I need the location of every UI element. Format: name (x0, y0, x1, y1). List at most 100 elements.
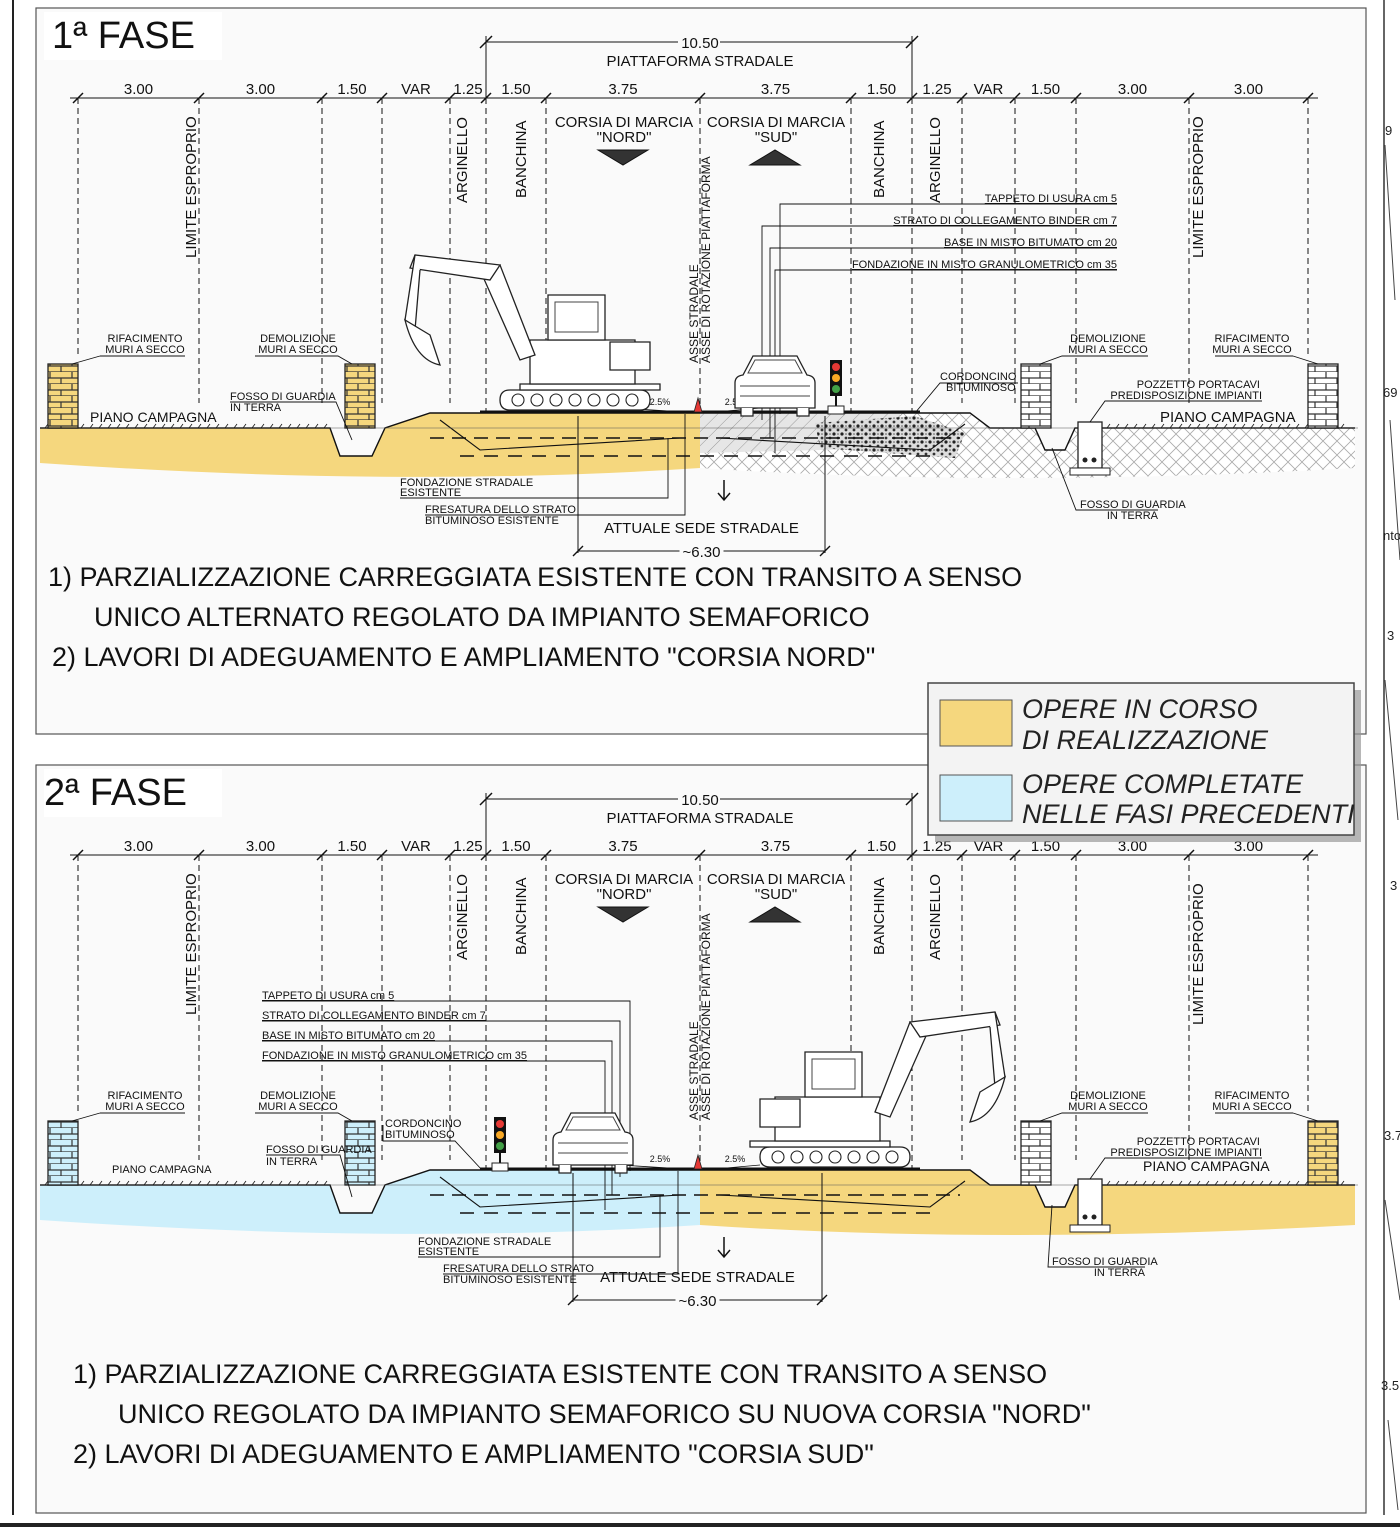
fosso-left-leader (266, 1154, 353, 1198)
platform-label: PIATTAFORMA STRADALE (607, 53, 794, 70)
grass-tick (1250, 1180, 1255, 1186)
excavator-counterweight (609, 341, 651, 371)
grass-tick (269, 423, 274, 429)
grass-tick (242, 1180, 247, 1186)
fresatura-label: FRESATURA DELLO STRATO (425, 504, 576, 516)
grass-tick (143, 1180, 148, 1186)
grass-tick (107, 1180, 112, 1186)
piano-campagna-right: PIANO CAMPAGNA (1160, 409, 1296, 426)
phase-frame (35, 764, 1367, 1514)
rifacimento-right-2: MURI A SECCO (1212, 1101, 1292, 1113)
dim-value: VAR (401, 81, 431, 98)
grass-tick (89, 423, 94, 429)
grass-tick (305, 423, 310, 429)
grass-tick (1268, 423, 1273, 429)
wall-left-inner (344, 1120, 376, 1186)
traffic-cone (693, 396, 703, 413)
fresatura-label-2: BITUMINOSO ESISTENTE (425, 515, 559, 527)
banchina-left: BANCHINA (513, 120, 530, 198)
grass-tick (1277, 423, 1282, 429)
svg-text:9: 9 (1385, 123, 1392, 138)
grass-tick (1187, 423, 1192, 429)
wall-right-outer (1307, 363, 1339, 429)
pw-bg (678, 790, 720, 808)
excavator-left (403, 254, 661, 411)
semaphore-base (827, 405, 845, 415)
grass-tick (80, 423, 85, 429)
rifacimento-right-leader (1215, 1112, 1319, 1122)
rifacimento-left-2: MURI A SECCO (105, 344, 185, 356)
cordoncino-leader (914, 382, 1018, 414)
dim-value: 1.50 (867, 838, 896, 855)
layer-label-2: BASE IN MISTO BITUMATO cm 20 (262, 1030, 435, 1042)
track-wheel (771, 1150, 785, 1164)
grass-tick (107, 423, 112, 429)
fondazione-label-2: ESISTENTE (400, 487, 461, 499)
attuale-label: ATTUALE SEDE STRADALE (600, 1269, 795, 1286)
banchina-left: BANCHINA (513, 877, 530, 955)
grass-tick (1241, 1180, 1246, 1186)
banchina-right: BANCHINA (871, 877, 888, 955)
grass-tick (206, 1180, 211, 1186)
grass-tick (125, 1180, 130, 1186)
piano-campagna-left: PIANO CAMPAGNA (90, 409, 217, 425)
grass-tick (1259, 1180, 1264, 1186)
pozzetto-pipe (1091, 457, 1097, 463)
wall-right-outer (1307, 1120, 1339, 1186)
car-wheels (558, 1165, 628, 1174)
layer-label-3: FONDAZIONE IN MISTO GRANULOMETRICO cm 35 (262, 1050, 527, 1062)
arginello-left: ARGINELLO (454, 117, 471, 203)
fondazione-label: FONDAZIONE STRADALE (418, 1236, 551, 1248)
grass-tick (188, 423, 193, 429)
excavator-base (749, 1140, 891, 1148)
excavator-bucket (403, 318, 441, 366)
grass-tick (134, 1180, 139, 1186)
rifacimento-left-leader (71, 1112, 185, 1122)
layer-label-0: TAPPETO DI USURA cm 5 (262, 990, 394, 1002)
pozzetto-pipe (1082, 1214, 1088, 1220)
dim-value: 3.00 (246, 81, 275, 98)
grass-tick (1178, 1180, 1183, 1186)
attuale-ticks (567, 1294, 828, 1306)
track-wheel (790, 1150, 804, 1164)
layer-leader-0 (262, 1000, 631, 1171)
grass-tick (80, 1180, 85, 1186)
demolizione-left-2: MURI A SECCO (258, 344, 338, 356)
demolizione-left: DEMOLIZIONE (260, 333, 336, 345)
demolizione-right: DEMOLIZIONE (1070, 333, 1146, 345)
direction-arrow-nord (596, 149, 650, 166)
asse-stradale: ASSE STRADALE (687, 1021, 701, 1120)
note-1-line-2: UNICO REGOLATO DA IMPIANTO SEMAFORICO SU… (118, 1399, 1091, 1429)
cordoncino-label: CORDONCINO (940, 371, 1017, 383)
arginello-right: ARGINELLO (927, 117, 944, 203)
ground-line (40, 1169, 1355, 1214)
grass-tick (116, 423, 121, 429)
platform-label: PIATTAFORMA STRADALE (607, 810, 794, 827)
grass-tick (233, 423, 238, 429)
fosso-left: FOSSO DI GUARDIA (230, 391, 336, 403)
fosso-right-leader (1051, 447, 1158, 511)
grass-tick (1295, 1180, 1300, 1186)
grass-tick (1214, 1180, 1219, 1186)
grass-tick (314, 1180, 319, 1186)
grass-tick (1286, 1180, 1291, 1186)
pozzetto-box (1077, 1178, 1103, 1226)
grass-tick (116, 1180, 121, 1186)
svg-text:nto: nto (1383, 528, 1400, 543)
grass-tick (179, 423, 184, 429)
demolizione-left-leader (255, 355, 353, 365)
layer-label-1: STRATO DI COLLEGAMENTO BINDER cm 7 (262, 1010, 486, 1022)
grass-tick (1115, 1180, 1120, 1186)
slope-right-line (714, 1164, 761, 1170)
excavator-arm (908, 1011, 1001, 1038)
fresatura-label: FRESATURA DELLO STRATO (443, 1263, 594, 1275)
fondazione-leader (400, 438, 669, 499)
fosso-right-2: IN TERRA (1107, 510, 1159, 522)
grass-tick (260, 1180, 265, 1186)
grass-tick (1223, 423, 1228, 429)
dim-value: 3.00 (246, 838, 275, 855)
grass-tick (1187, 1180, 1192, 1186)
grass-tick (1205, 423, 1210, 429)
layer-leader-0 (779, 203, 1117, 414)
